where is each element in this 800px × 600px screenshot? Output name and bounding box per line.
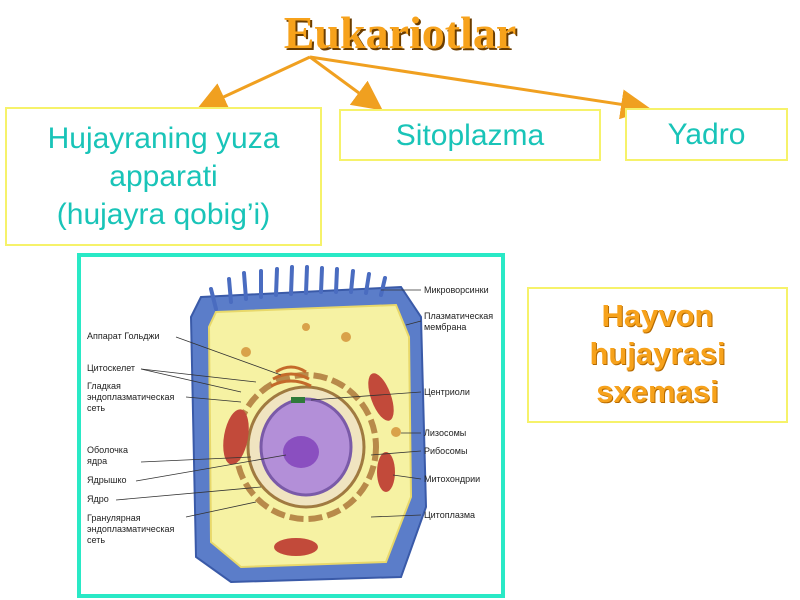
nucleus-box: Yadro [625, 108, 788, 161]
caption-line-3: sxemasi [596, 374, 719, 409]
label-smooth-er-2: эндоплазматическая [87, 392, 174, 402]
label-rough-er-2: эндоплазматическая [87, 524, 174, 534]
label-cytoplasm: Цитоплазма [424, 510, 475, 520]
label-lysosomes: Лизосомы [424, 428, 466, 438]
animal-cell-diagram: Аппарат Гольджи Цитоскелет Гладкая эндоп… [77, 253, 505, 598]
arrow-to-cytoplasm [309, 55, 383, 111]
label-mitochondria: Митохондрии [424, 474, 480, 484]
cell-illustration: Аппарат Гольджи Цитоскелет Гладкая эндоп… [87, 265, 493, 584]
label-smooth-er-3: сеть [87, 403, 105, 413]
label-golgi: Аппарат Гольджи [87, 331, 160, 341]
caption-line-2: hujayrasi [589, 336, 726, 371]
cytoplasm-box: Sitoplazma [339, 109, 601, 161]
microvilli [209, 265, 387, 311]
label-nuclear-envelope-1: Оболочка [87, 445, 128, 455]
surface-line-2: apparati [109, 160, 218, 193]
label-microvilli: Микроворсинки [424, 285, 489, 295]
nucleolus [283, 436, 319, 468]
label-rough-er-1: Гранулярная [87, 513, 141, 523]
caption-line-1: Hayvon [601, 298, 714, 333]
label-rough-er-3: сеть [87, 535, 105, 545]
label-nuclear-envelope-2: ядра [87, 456, 107, 466]
label-ribosomes: Рибосомы [424, 446, 467, 456]
arrow-to-nucleus [309, 55, 651, 120]
label-centrioles: Центриоли [424, 387, 470, 397]
surface-apparatus-box: Hujayraning yuza apparati (hujayra qobig… [5, 107, 322, 246]
page-title: Eukariotlar [283, 7, 517, 58]
label-nucleus: Ядро [87, 494, 109, 504]
lysosome [391, 427, 401, 437]
nucleus-label: Yadro [667, 118, 746, 151]
arrow-to-surface [196, 55, 311, 111]
label-plasma-membrane-2: мембрана [424, 322, 466, 332]
cytoplasm-label: Sitoplazma [395, 119, 545, 152]
label-smooth-er-1: Гладкая [87, 381, 121, 391]
golgi [270, 365, 312, 388]
leader-lines [115, 289, 422, 518]
mitochondrion [223, 409, 249, 465]
label-nucleolus: Ядрышко [87, 475, 127, 485]
label-cytoskeleton: Цитоскелет [87, 363, 135, 373]
label-plasma-membrane-1: Плазматическая [424, 311, 493, 321]
surface-line-1: Hujayraning yuza [47, 122, 280, 155]
centrioles [291, 397, 305, 403]
surface-line-3: (hujayra qobig’i) [56, 198, 271, 231]
caption-box: Hayvon hujayrasi sxemasi [527, 287, 788, 423]
